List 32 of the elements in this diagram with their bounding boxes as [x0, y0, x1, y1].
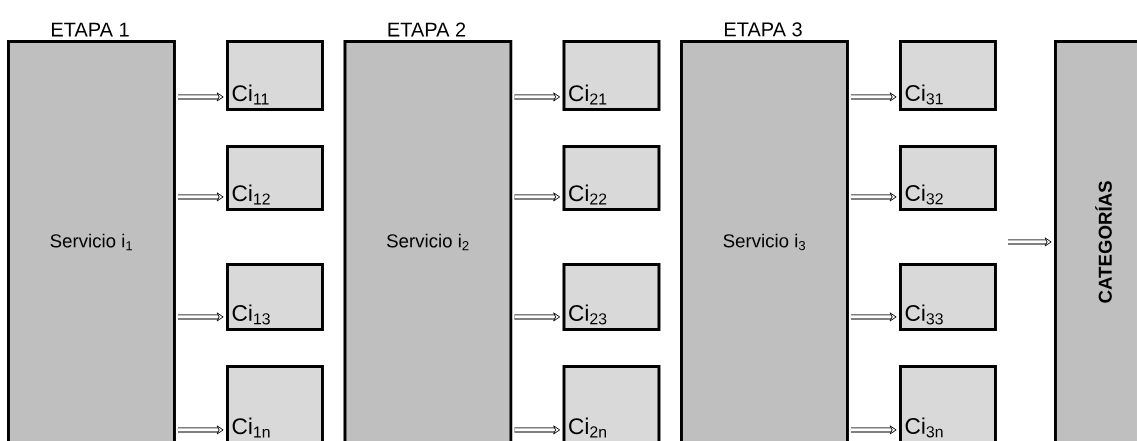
category-box: Ci$_{11}$	[226, 40, 324, 111]
category-box: Ci$_{31}$	[899, 40, 997, 111]
stage-heading: ETAPA 1	[52, 22, 129, 37]
double-arrow	[177, 312, 224, 322]
double-arrow	[177, 92, 224, 102]
double-arrow	[177, 425, 224, 435]
category-box: Ci$_{1n}$	[226, 365, 324, 441]
double-arrow	[850, 92, 897, 102]
double-arrow	[514, 192, 561, 202]
stage-box: Servicio i$_{3}$	[680, 40, 849, 441]
category-box: Ci$_{33}$	[899, 263, 997, 331]
category-box: Ci$_{23}$	[562, 263, 661, 331]
category-box: Ci$_{12}$	[226, 145, 324, 211]
double-arrow	[177, 192, 224, 202]
double-arrow	[850, 192, 897, 202]
category-box: Ci$_{13}$	[226, 263, 324, 331]
category-box: Ci$_{21}$	[562, 40, 661, 111]
double-arrow	[514, 425, 561, 435]
stage-heading: ETAPA 2	[388, 22, 466, 37]
category-box: Ci$_{32}$	[899, 145, 997, 211]
category-box: Ci$_{22}$	[562, 145, 661, 211]
double-arrow	[514, 312, 561, 322]
double-arrow	[850, 425, 897, 435]
double-arrow	[514, 92, 561, 102]
category-box: Ci$_{3n}$	[899, 365, 997, 441]
stage-box: Servicio i$_{2}$	[343, 40, 513, 441]
stage-box: Servicio i$_{1}$	[7, 40, 176, 441]
double-arrow	[850, 312, 897, 322]
double-arrow	[1008, 237, 1052, 247]
result-box: CATEGORÍAS	[1054, 40, 1137, 441]
stage-heading: ETAPA 3	[725, 22, 802, 37]
category-box: Ci$_{2n}$	[562, 365, 661, 441]
